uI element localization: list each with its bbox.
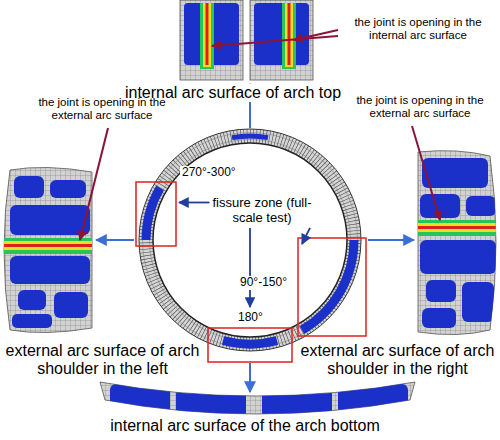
angle-label: 90°-150° <box>238 276 289 290</box>
pointer-arrow <box>249 228 251 307</box>
callout-note: the joint is opening in the internal arc… <box>342 16 494 42</box>
left-shoulder-inset <box>0 167 100 332</box>
angle-label: 180° <box>236 311 265 325</box>
inset-title: external arc surface of arch shoulder in… <box>295 342 500 379</box>
fissure-box <box>136 182 366 362</box>
callout-note: the joint is opening in the external arc… <box>22 96 182 122</box>
arch-bottom-inset <box>100 382 415 418</box>
callout-note: the joint is opening in the external arc… <box>344 94 496 120</box>
pointer-arrow <box>302 228 310 244</box>
pointer-arrow <box>179 202 210 204</box>
leader-line <box>80 30 440 240</box>
right-shoulder-inset <box>410 151 500 335</box>
inset-title: external arc surface of arch shoulder in… <box>0 342 205 379</box>
tunnel-ring <box>139 129 361 351</box>
inset-title: internal arc surface of the arch bottom <box>70 417 420 435</box>
angle-label: 270°-300° <box>180 166 238 180</box>
zone-label: fissure zone (full-scale test) <box>206 196 318 226</box>
